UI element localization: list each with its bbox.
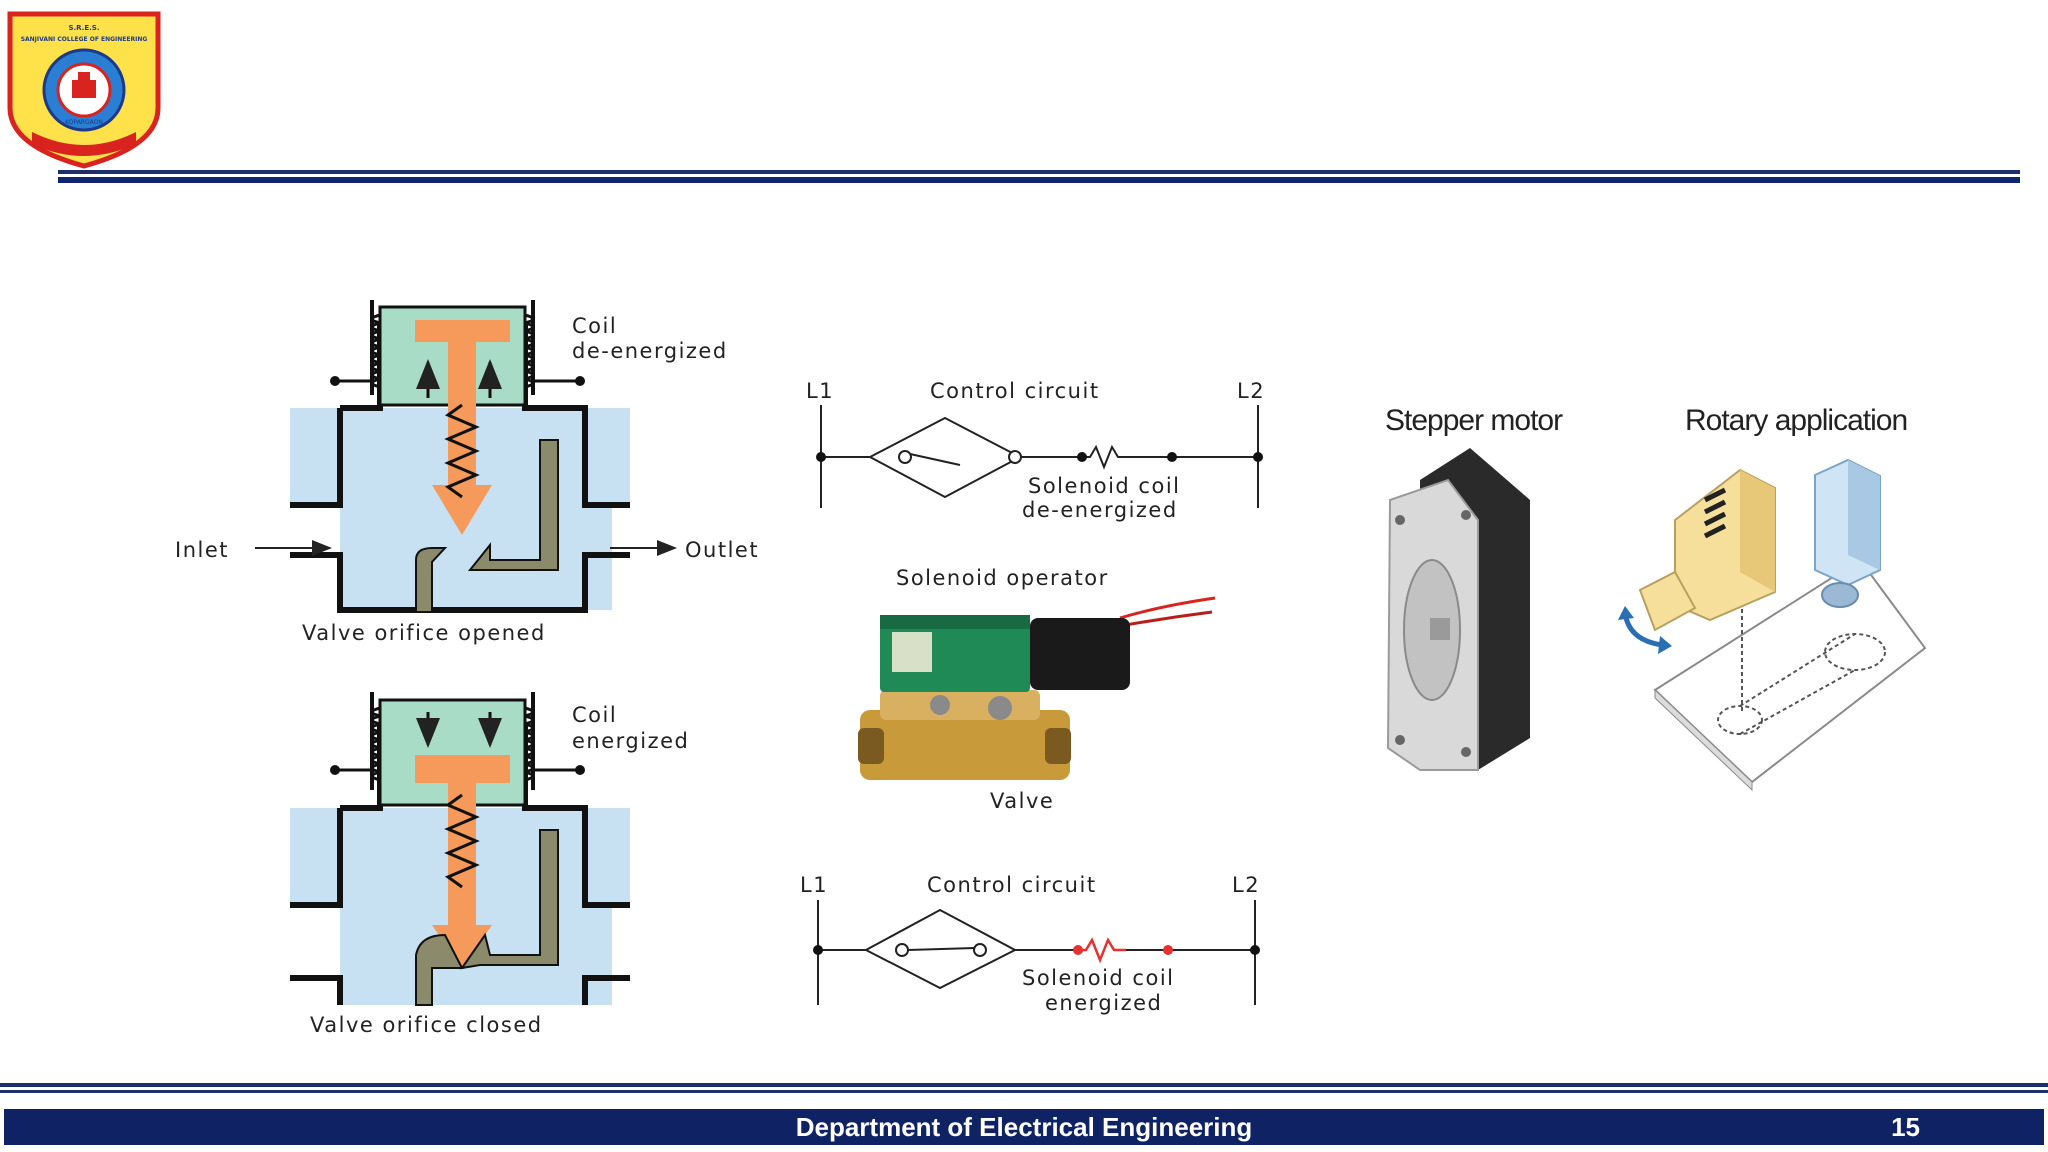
valve-open-caption: Valve orifice opened	[302, 621, 546, 645]
circuit-bottom-title: Control circuit	[927, 873, 1097, 897]
circuit-top-coil-label-1: Solenoid coil	[1028, 474, 1181, 498]
footer-department: Department of Electrical Engineering	[795, 1112, 1253, 1142]
stepper-motor-title: Stepper motor	[1385, 404, 1563, 437]
page-number: 15	[1891, 1112, 1920, 1142]
solenoid-valve-photo: Solenoid operator Valve	[858, 566, 1216, 813]
rotary-application-image: Rotary application	[1618, 404, 1927, 792]
circuit-top-title: Control circuit	[930, 379, 1100, 403]
circuit-top-l2: L2	[1237, 379, 1265, 403]
valve-open-coil-label-1: Coil	[572, 314, 617, 338]
valve-closed-diagram: Coil energized Valve orifice closed	[290, 692, 689, 1037]
circuit-top-l1: L1	[806, 379, 834, 403]
logo-lettering-top: S.R.E.S.	[68, 24, 99, 32]
control-circuit-top: L1 Control circuit L2 Solenoid coil de-e…	[806, 379, 1265, 522]
circuit-bottom-l2: L2	[1232, 873, 1260, 897]
valve-closed-caption: Valve orifice closed	[310, 1013, 543, 1037]
valve-closed-coil-label-1: Coil	[572, 703, 617, 727]
circuit-bottom-coil-label-2: energized	[1045, 991, 1162, 1015]
circuit-top-coil-label-2: de-energized	[1022, 498, 1178, 522]
header-rule-thin	[58, 170, 2020, 174]
header-rule-thick	[58, 177, 2020, 183]
valve-closed-coil-label-2: energized	[572, 729, 689, 753]
footer-rule-second	[0, 1090, 2048, 1093]
circuit-bottom-coil-label-1: Solenoid coil	[1022, 966, 1175, 990]
circuit-bottom-l1: L1	[800, 873, 828, 897]
valve-caption: Valve	[990, 789, 1054, 813]
control-circuit-bottom: L1 Control circuit L2 Solenoid coil ener…	[800, 873, 1260, 1015]
valve-open-coil-label-2: de-energized	[572, 339, 728, 363]
outlet-label: Outlet	[685, 538, 759, 562]
logo-lettering-place: KOPARGAON	[65, 119, 103, 126]
footer-rule-thin	[0, 1083, 2048, 1087]
footer-bar: Department of Electrical Engineering 15	[4, 1109, 2044, 1145]
college-logo-emblem: S.R.E.S. SANJIVANI COLLEGE OF ENGINEERIN…	[7, 11, 161, 169]
inlet-label: Inlet	[175, 538, 229, 562]
stepper-motor-image: Stepper motor	[1385, 404, 1564, 771]
valve-open-diagram: Coil de-energized Inlet Outlet Valve ori…	[175, 300, 759, 645]
logo-lettering-name: SANJIVANI COLLEGE OF ENGINEERING	[21, 36, 148, 43]
solenoid-operator-title: Solenoid operator	[896, 566, 1109, 590]
rotary-application-title: Rotary application	[1685, 404, 1907, 437]
